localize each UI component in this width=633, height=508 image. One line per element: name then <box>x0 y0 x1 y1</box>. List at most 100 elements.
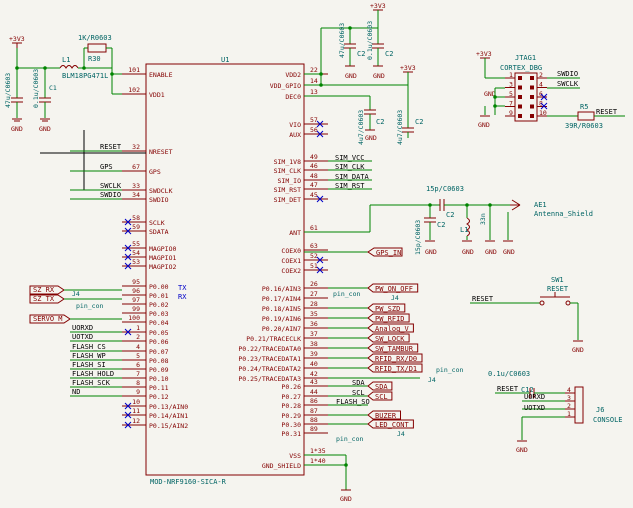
u1-pin-sim-clk-name: SIM_CLK <box>274 167 301 175</box>
gnd-label-4: GND <box>373 72 385 80</box>
u1-pin-p0-26-name: P0.26 <box>281 383 301 391</box>
u1-pin-53-number: 53 <box>132 258 140 266</box>
label-pw-rfid-text: PW_RFID <box>375 315 405 323</box>
jtag-pad <box>518 114 522 118</box>
no-connect-marker <box>124 218 132 226</box>
ant-cap-value: 15p/C0603 <box>426 185 464 193</box>
u1-pin-p0-30-name: P0.30 <box>281 421 301 429</box>
u1-pin-27-number: 27 <box>310 290 318 298</box>
u1-pin-63-number: 63 <box>310 242 318 250</box>
u1-pin-p0-21-traceclk-name: P0.21/TRACECLK <box>246 335 301 343</box>
sw-value: RESET <box>547 285 569 293</box>
jtag-pad <box>530 76 534 80</box>
label-scl-text: SCL <box>375 393 388 401</box>
label-sw-tambur-text: SW_TAMBUR <box>375 345 414 353</box>
jtag-pin-4: 4 <box>539 81 543 89</box>
gnd-label-ant-4: GND <box>503 248 515 256</box>
cap-47u-vdd2: 47u/C0603 <box>338 23 346 58</box>
u1-pin-59-number: 59 <box>132 223 140 231</box>
u1-pin-9-number: 9 <box>136 388 140 396</box>
v33-label-2: +3V3 <box>370 2 386 10</box>
u1-pin-enable-name: ENABLE <box>149 71 173 79</box>
antenna-symbol <box>510 199 521 211</box>
jtag-net-reset: RESET <box>596 108 618 116</box>
jtag-net-swdio: SWDIO <box>557 70 578 78</box>
no-connect-marker <box>124 244 132 252</box>
net-reset: RESET <box>100 143 122 151</box>
gnd-label-ant-1: GND <box>425 248 437 256</box>
u1-pin-32-number: 32 <box>132 143 140 151</box>
u1-pin-ant-name: ANT <box>289 229 301 237</box>
cap-c1-ref: C1 <box>49 84 57 92</box>
u1-pin-5-number: 5 <box>136 352 140 360</box>
u1-pin-96-number: 96 <box>132 287 140 295</box>
u1-pin-49-number: 49 <box>310 153 318 161</box>
u1-left-pins: 101ENABLE102VDD132NRESET67GPS33SWDCLK34S… <box>122 66 188 430</box>
no-connect-marker <box>316 256 324 264</box>
u1-pin-p0-22-tracedata0-name: P0.22/TRACEDATA0 <box>238 345 301 353</box>
u1-pin-swdio-name: SWDIO <box>149 196 169 204</box>
no-connect-marker <box>316 195 324 203</box>
u1-pin-14-number: 14 <box>310 77 318 85</box>
u1-pin-1-number: 1 <box>136 324 140 332</box>
no-connect-marker <box>124 253 132 261</box>
label-sz-rx <box>29 285 65 295</box>
u1-pin-sim-1v8-name: SIM_1V8 <box>274 158 301 166</box>
net-scl: SCL <box>352 389 365 397</box>
u1-pin-7-number: 7 <box>136 370 140 378</box>
net-sim-data: SIM_DATA <box>335 173 370 181</box>
u1-pin-45-number: 45 <box>310 191 318 199</box>
u1-pin-55-number: 55 <box>132 240 140 248</box>
u1-pin-40-number: 40 <box>310 360 318 368</box>
label-pw-on-off <box>367 283 419 293</box>
resistor-r5 <box>577 111 595 121</box>
no-connect-marker <box>316 266 324 274</box>
u1-pin-6-number: 6 <box>136 361 140 369</box>
jtag-pad <box>530 104 534 109</box>
u1-pin-p0-18-ain5-name: P0.18/AIN5 <box>262 305 301 313</box>
u1-pin-swdclk-name: SWDCLK <box>149 187 173 195</box>
u1-pin-p0-04-name: P0.04 <box>149 319 169 327</box>
inductor-l1 <box>59 65 79 69</box>
pin-con-left: pin_con <box>76 302 103 310</box>
u1-pin-vdd-gpio-name: VDD_GPIO <box>270 82 301 90</box>
gnd-label-5: GND <box>365 134 377 142</box>
label-sw-tambur <box>367 343 419 353</box>
u1-pin-8-number: 8 <box>136 379 140 387</box>
u1-pin-p0-02-name: P0.02 <box>149 301 169 309</box>
no-connect-marker <box>316 130 324 138</box>
label-led-cont-text: LED_CONT <box>375 421 410 429</box>
l1-value: BLM18PG471L <box>62 72 108 80</box>
label-servo-m-text: SERVO_M <box>33 315 63 323</box>
u1-pin-89-number: 89 <box>310 425 318 433</box>
rx-marker: RX <box>178 293 187 301</box>
label-rfid-rx-d0-text: RFID_RX/D0 <box>375 355 417 363</box>
r5-ref: R5 <box>580 103 588 111</box>
u1-pin-99-number: 99 <box>132 305 140 313</box>
gnd-label-jtag-b: GND <box>478 121 490 129</box>
no-connect-marker <box>124 421 132 429</box>
jtag-pin-3: 3 <box>509 81 513 89</box>
u1-value: MOD-NRF9160-SICA-R <box>150 478 227 486</box>
jtag-pad <box>530 114 534 118</box>
net-flash-sck: FLASH_SCK <box>72 379 111 387</box>
v33-label-1: +3V3 <box>9 35 25 43</box>
u1-pin-67-number: 67 <box>132 163 140 171</box>
label-pw-szd <box>367 303 406 313</box>
gnd-label-ant-2: GND <box>462 248 474 256</box>
u1-pin-vdd2-name: VDD2 <box>285 71 301 79</box>
label-gps-in-text: GPS_IN <box>376 249 401 257</box>
label-scl <box>367 391 393 401</box>
label-pw-szd-text: PW_SZD <box>375 305 400 313</box>
j4-right-3: J4 <box>397 430 405 438</box>
ant-l-value: 33n <box>479 213 487 225</box>
dec0-decoupling: +3V3 GND 4u7/C0603 C2 4u7/C0603 C2 <box>304 64 423 145</box>
u1-pin-sdata-name: SDATA <box>149 228 169 236</box>
u1-pin-aux-name: AUX <box>289 131 301 139</box>
u1-pin-51-number: 51 <box>310 262 318 270</box>
u1-pin-p0-25-tracedata3-name: P0.25/TRACEDATA3 <box>238 375 301 383</box>
cap-01u-left: 0.1u/C0603 <box>32 69 40 108</box>
